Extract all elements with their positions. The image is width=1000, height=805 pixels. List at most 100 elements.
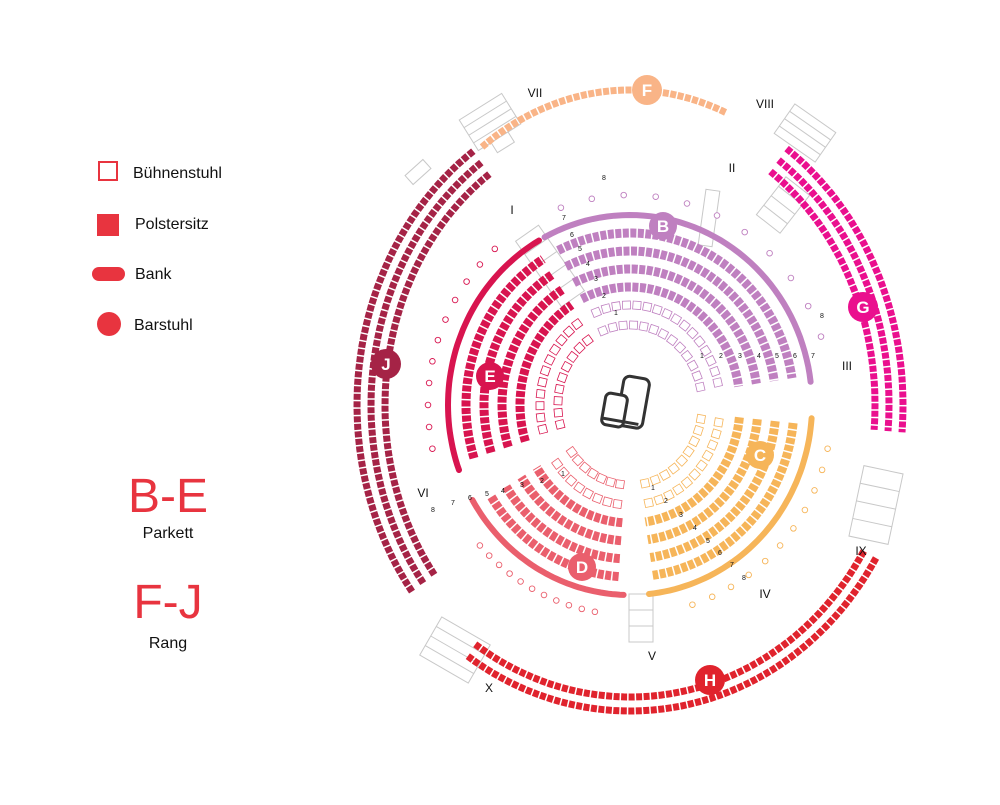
row-number-C-6: 6 bbox=[793, 353, 797, 360]
block-label-VI: VI bbox=[417, 486, 428, 500]
seat-row-F-1[interactable] bbox=[479, 86, 729, 150]
row-number-C-3: 3 bbox=[738, 353, 742, 360]
row-number-B-2: 2 bbox=[602, 293, 606, 300]
row-number-E-8: 8 bbox=[431, 507, 435, 514]
seat-row-D-2[interactable] bbox=[551, 457, 623, 509]
seat-row-E-7[interactable] bbox=[444, 237, 542, 473]
seat-row-E-1[interactable] bbox=[553, 334, 594, 430]
row-number-E-5: 5 bbox=[485, 491, 489, 498]
seat-row-D-1[interactable] bbox=[565, 445, 625, 490]
row-number-E-1: 1 bbox=[561, 471, 565, 478]
row-number-D-8: 8 bbox=[742, 575, 746, 582]
seat-row-J-3[interactable] bbox=[353, 148, 476, 594]
section-badge-B[interactable]: B bbox=[649, 212, 677, 240]
section-badge-D[interactable]: D bbox=[568, 553, 596, 581]
section-badge-H[interactable]: H bbox=[695, 665, 725, 695]
section-badge-E[interactable]: E bbox=[476, 362, 504, 390]
seat-row-E-2[interactable] bbox=[535, 317, 584, 435]
row-number-B-4: 4 bbox=[586, 261, 590, 268]
seat-row-D-8[interactable] bbox=[476, 542, 599, 616]
seat-row-B-1[interactable] bbox=[597, 320, 706, 393]
seat-row-E-4[interactable] bbox=[497, 285, 565, 449]
seat-row-C-4[interactable] bbox=[647, 418, 762, 545]
seat-row-E-3[interactable] bbox=[515, 301, 575, 443]
seat-row-D-4[interactable] bbox=[517, 474, 622, 546]
seat-row-D-5[interactable] bbox=[502, 484, 621, 564]
seat-row-D-3[interactable] bbox=[532, 465, 623, 528]
row-number-E-4: 4 bbox=[501, 488, 505, 495]
row-number-D-7: 7 bbox=[730, 562, 734, 569]
row-number-B-7: 7 bbox=[562, 215, 566, 222]
seat-row-B-2[interactable] bbox=[590, 300, 723, 388]
row-number-B-5: 5 bbox=[578, 246, 582, 253]
block-label-III: III bbox=[842, 359, 852, 373]
block-label-IV: IV bbox=[759, 587, 770, 601]
block-label-I: I bbox=[510, 203, 513, 217]
svg-text:C: C bbox=[754, 446, 766, 465]
parkett-label: Parkett bbox=[143, 525, 194, 542]
row-number-D-4: 4 bbox=[693, 525, 697, 532]
block-label-VII: VII bbox=[528, 86, 543, 100]
row-number-B-1: 1 bbox=[614, 310, 618, 317]
legend-filled-circle-icon bbox=[97, 312, 121, 336]
row-number-D-5: 5 bbox=[706, 538, 710, 545]
block-label-VIII: VIII bbox=[756, 97, 774, 111]
seat-row-C-7[interactable] bbox=[646, 415, 815, 597]
seat-row-C-6[interactable] bbox=[652, 422, 798, 580]
row-numbers: 1 2 3 4 5 6 7 8 1 2 3 4 5 6 7 8 1 2 3 4 … bbox=[431, 175, 824, 582]
block-label-II: II bbox=[729, 161, 736, 175]
section-badge-G[interactable]: G bbox=[848, 292, 878, 322]
seat-row-H-2[interactable] bbox=[465, 556, 880, 715]
svg-text:D: D bbox=[576, 558, 588, 577]
block-label-V: V bbox=[648, 649, 656, 663]
seat-row-G-1[interactable] bbox=[768, 168, 879, 431]
row-number-C-4: 4 bbox=[757, 353, 761, 360]
section-badge-C[interactable]: C bbox=[746, 441, 774, 469]
seat-row-G-3[interactable] bbox=[784, 145, 907, 433]
row-number-E-7: 7 bbox=[451, 500, 455, 507]
section-badges: B C D E F G H J bbox=[371, 75, 878, 695]
legend: Bühnenstuhl Polstersitz Bank Barstuhl bbox=[92, 161, 222, 336]
seat-row-C-2[interactable] bbox=[643, 417, 724, 509]
row-number-E-2: 2 bbox=[540, 478, 544, 485]
stage-center bbox=[600, 374, 651, 430]
svg-text:F: F bbox=[642, 81, 652, 100]
rang-label: Rang bbox=[149, 635, 187, 652]
seat-row-H-1[interactable] bbox=[473, 549, 867, 701]
svg-text:H: H bbox=[704, 671, 716, 690]
row-number-D-3: 3 bbox=[679, 512, 683, 519]
section-badge-J[interactable]: J bbox=[371, 349, 401, 379]
seat-row-C-8[interactable] bbox=[689, 445, 831, 608]
seat-row-E-6[interactable] bbox=[461, 255, 546, 460]
row-number-C-1: 1 bbox=[700, 353, 704, 360]
seat-row-B-4[interactable] bbox=[571, 264, 761, 385]
seat-row-B-7[interactable] bbox=[541, 211, 814, 385]
seat-row-B-8[interactable] bbox=[557, 191, 825, 340]
row-number-E-6: 6 bbox=[468, 495, 472, 502]
section-badge-F[interactable]: F bbox=[632, 75, 662, 105]
seat-row-B-5[interactable] bbox=[564, 246, 779, 382]
row-number-C-2: 2 bbox=[719, 353, 723, 360]
row-number-B-8: 8 bbox=[602, 175, 606, 182]
seat-row-C-3[interactable] bbox=[644, 416, 744, 527]
seat-row-E-5[interactable] bbox=[479, 270, 556, 454]
block-labels: I II III IV V VI VII VIII IX X bbox=[417, 86, 866, 695]
row-number-D-1: 1 bbox=[651, 485, 655, 492]
seat-row-D-7[interactable] bbox=[469, 497, 627, 598]
seat-row-E-8[interactable] bbox=[424, 245, 499, 452]
legend-open-square-icon bbox=[98, 161, 118, 181]
seat-row-G-2[interactable] bbox=[776, 157, 893, 432]
row-number-C-8: 8 bbox=[820, 313, 824, 320]
svg-text:G: G bbox=[856, 298, 869, 317]
row-number-C-7: 7 bbox=[811, 353, 815, 360]
svg-text:B: B bbox=[657, 217, 669, 236]
seat-row-B-3[interactable] bbox=[579, 282, 744, 388]
row-number-B-3: 3 bbox=[594, 276, 598, 283]
seat-row-B-6[interactable] bbox=[556, 228, 797, 379]
legend-label-bank: Bank bbox=[135, 266, 172, 283]
legend-bench-bar-icon bbox=[92, 267, 125, 281]
row-number-C-5: 5 bbox=[775, 353, 779, 360]
seat-row-C-1[interactable] bbox=[639, 413, 706, 489]
rang-letters: F-J bbox=[133, 576, 202, 629]
